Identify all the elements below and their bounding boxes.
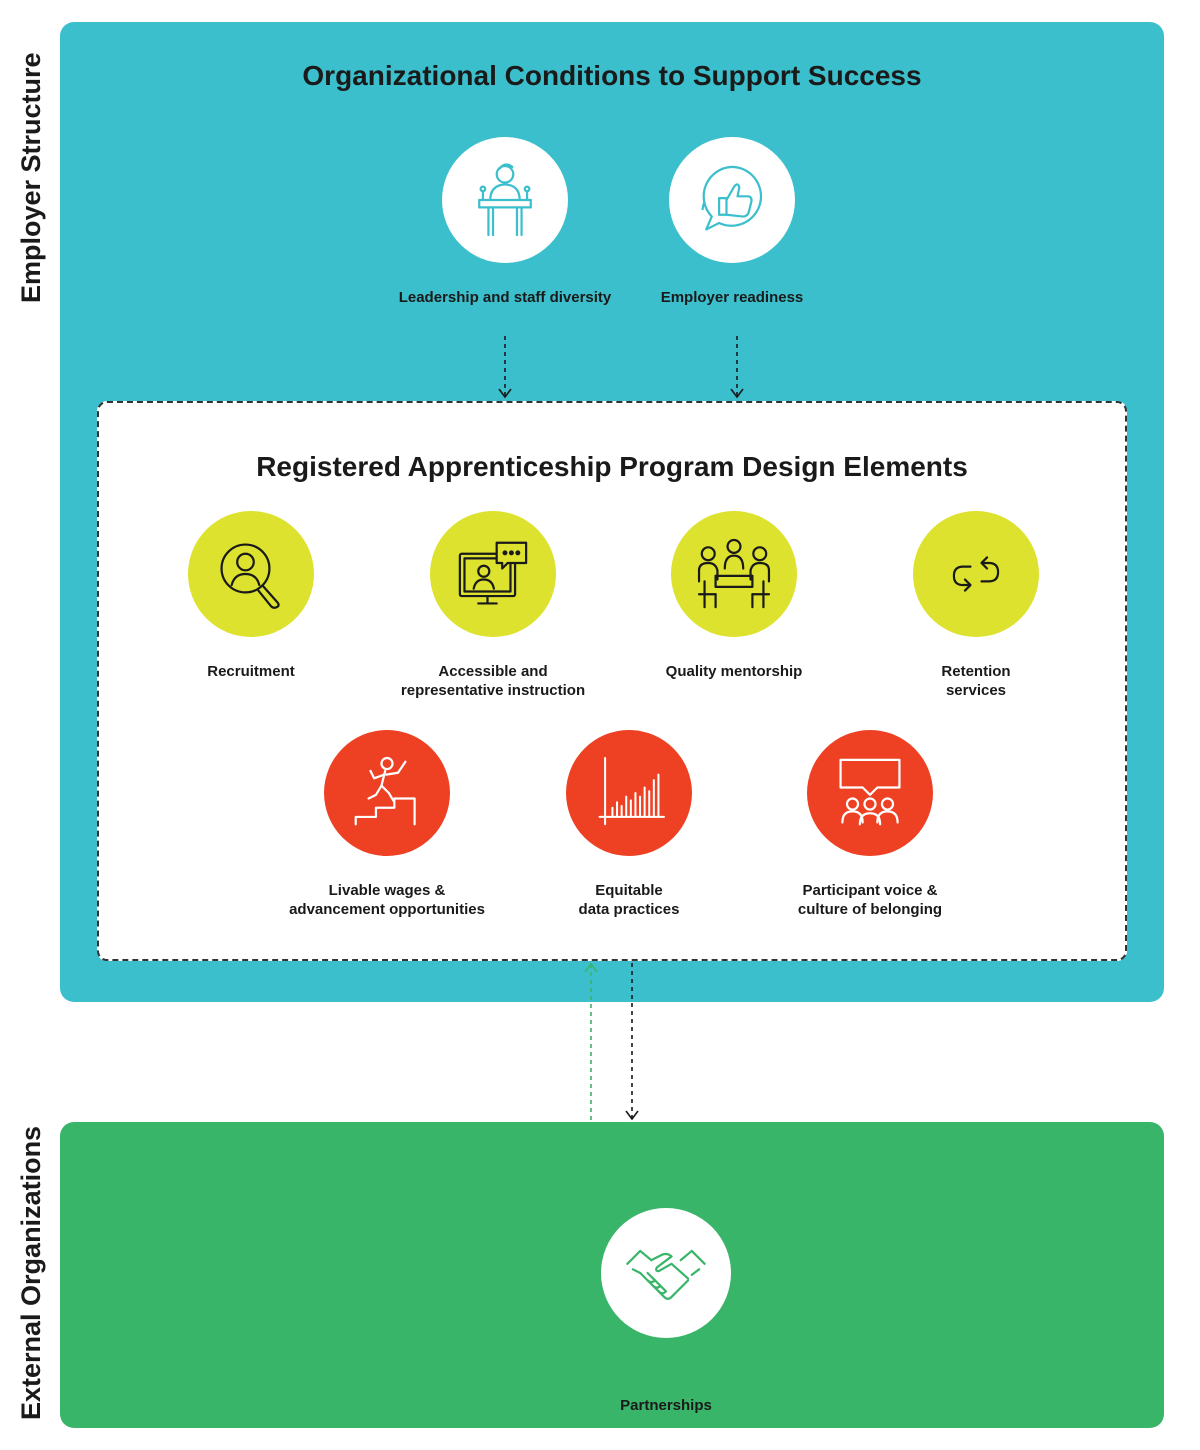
design-item-recruitment: Recruitment bbox=[121, 511, 381, 681]
org-item-employer-readiness: Employer readiness bbox=[602, 137, 862, 307]
organizational-conditions-title: Organizational Conditions to Support Suc… bbox=[302, 60, 922, 91]
design-item-label: Quality mentorship bbox=[665, 663, 803, 680]
design-item-quality-mentorship: Quality mentorship bbox=[604, 511, 864, 681]
design-item-livable-wages: Livable wages &advancement opportunities bbox=[257, 730, 517, 919]
meeting-table-icon bbox=[671, 511, 797, 637]
external-item-label: Partnerships bbox=[620, 1397, 712, 1414]
magnifier-person-icon bbox=[188, 511, 314, 637]
external-item-partnerships: Partnerships bbox=[536, 1208, 796, 1415]
org-item-label: Employer readiness bbox=[660, 289, 804, 306]
org-item-leadership-diversity: Leadership and staff diversity bbox=[375, 137, 635, 307]
employer-structure-label: Employer Structure bbox=[16, 52, 46, 303]
program-design-elements-box: Registered Apprenticeship Program Design… bbox=[97, 401, 1127, 961]
design-item-label: Recruitment bbox=[207, 663, 295, 680]
podium-speaker-icon bbox=[442, 137, 568, 263]
program-design-title: Registered Apprenticeship Program Design… bbox=[256, 451, 968, 482]
bar-chart-icon bbox=[566, 730, 692, 856]
video-instruction-icon bbox=[430, 511, 556, 637]
design-item-label: Livable wages &advancement opportunities bbox=[289, 882, 485, 918]
group-speech-icon bbox=[807, 730, 933, 856]
design-item-label: Participant voice &culture of belonging bbox=[797, 882, 943, 918]
design-item-participant-voice: Participant voice &culture of belonging bbox=[740, 730, 1000, 919]
thumbs-up-speech-bubble-icon bbox=[669, 137, 795, 263]
handshake-icon bbox=[601, 1208, 731, 1338]
external-organizations-label: External Organizations bbox=[16, 1125, 46, 1420]
climbing-stairs-icon bbox=[324, 730, 450, 856]
org-item-label: Leadership and staff diversity bbox=[398, 289, 612, 306]
external-organizations-panel: Partnerships bbox=[60, 1122, 1164, 1428]
cycle-arrows-icon bbox=[913, 511, 1039, 637]
